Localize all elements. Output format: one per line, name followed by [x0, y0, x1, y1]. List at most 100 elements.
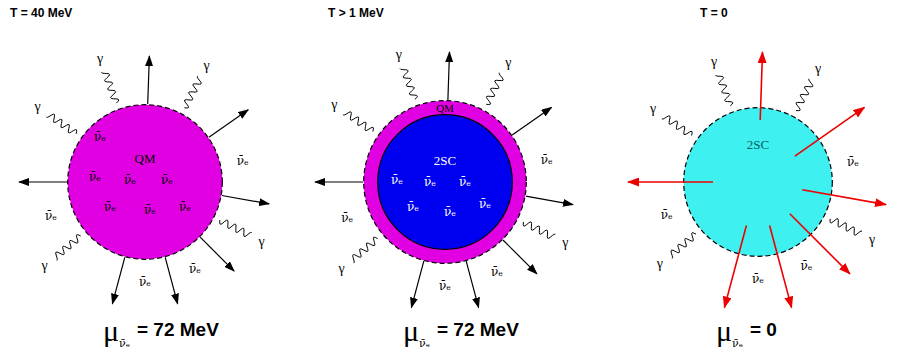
sphere-shape: [68, 105, 223, 260]
neutrino-label: ν̄ₑ: [104, 201, 116, 213]
phase-label: 2SC: [747, 138, 769, 151]
photon-wave: [56, 235, 81, 261]
neutrino-ray: [19, 181, 67, 182]
temperature-title: T = 40 MeV: [10, 7, 72, 19]
neutrino-label: ν̄ₑ: [541, 154, 553, 166]
sphere-shape: [364, 101, 527, 264]
phase-sphere: 2SCν̄ₑν̄ₑν̄ₑν̄ₑν̄ₑν̄ₑ: [377, 114, 513, 250]
photon-label: γ: [259, 235, 265, 249]
phase-label: 2SC: [434, 154, 456, 167]
photon-wave: [101, 72, 118, 103]
phase-sphere: QM2SCν̄ₑν̄ₑν̄ₑν̄ₑν̄ₑν̄ₑ: [363, 100, 527, 264]
photon-wave: [184, 76, 201, 108]
photon-label: γ: [203, 59, 209, 73]
neutrino-label: ν̄ₑ: [491, 266, 503, 278]
neutrino-label: ν̄ₑ: [124, 174, 136, 186]
photon-label: γ: [562, 236, 568, 250]
neutrino-label: ν̄ₑ: [847, 156, 859, 168]
photon-label: γ: [97, 52, 103, 66]
neutrino-ray: [795, 107, 865, 156]
neutrino-ray: [790, 214, 850, 274]
neutrino-label: ν̄ₑ: [189, 263, 201, 275]
phase-sphere: QM ν̄ₑ ν̄ₑ ν̄ₑ ν̄ₑ ν̄ₑ ν̄ₑ ν̄ₑ: [67, 104, 223, 260]
photon-wave: [796, 79, 813, 111]
neutrino-label: ν̄ₑ: [424, 176, 436, 188]
neutrino-ray: [466, 261, 478, 307]
photon-label: γ: [815, 62, 821, 76]
photon-wave: [46, 114, 76, 134]
neutrino-label: ν̄ₑ: [237, 155, 249, 167]
photon-label: γ: [339, 262, 345, 276]
photon-wave: [220, 220, 252, 236]
photon-wave: [671, 233, 696, 259]
neutrino-label: ν̄ₑ: [439, 280, 451, 292]
photon-label: γ: [331, 98, 337, 112]
photon-label: γ: [42, 259, 48, 273]
photon-label: γ: [505, 56, 511, 70]
chemical-potential-value: = 72 MeV: [437, 320, 519, 339]
neutrino-ray: [209, 110, 248, 138]
neutrino-ray: [503, 240, 537, 274]
neutrino-ray: [448, 52, 450, 100]
chemical-potential-subscript: ν̄ₑ: [419, 338, 430, 349]
neutrino-ray: [222, 196, 269, 204]
photon-label: γ: [869, 233, 875, 247]
photon-wave: [715, 75, 733, 106]
neutrino-label: ν̄ₑ: [407, 201, 419, 213]
neutrino-ray: [148, 56, 150, 104]
neutrino-label: ν̄ₑ: [179, 201, 191, 213]
neutrino-label: ν̄ₑ: [801, 260, 813, 272]
neutrino-ray: [165, 257, 177, 303]
chemical-potential-symbol: μ: [403, 316, 419, 346]
neutrino-label: ν̄ₑ: [752, 273, 764, 285]
neutrino-label: ν̄ₑ: [45, 210, 57, 222]
neutrino-ray: [770, 226, 792, 308]
phase-label: QM: [135, 152, 156, 165]
neutrino-label: ν̄ₑ: [144, 204, 156, 216]
neutrino-label: ν̄ₑ: [161, 174, 173, 186]
photon-wave: [523, 222, 555, 238]
photon-label: γ: [35, 100, 41, 114]
chemical-potential-symbol: μ: [103, 316, 119, 346]
temperature-title: T > 1 MeV: [328, 7, 384, 19]
neutrino-label: ν̄ₑ: [479, 198, 491, 210]
chemical-potential-subscript: ν̄ₑ: [732, 338, 743, 349]
neutrino-label: ν̄ₑ: [341, 212, 353, 224]
neutrino-ray: [628, 181, 713, 183]
phase-label: QM: [436, 102, 454, 113]
neutrino-ray: [200, 237, 234, 271]
neutrino-ray: [315, 181, 363, 182]
photon-wave: [343, 112, 373, 132]
neutrino-label: ν̄ₑ: [444, 206, 456, 218]
photon-wave: [353, 237, 378, 263]
neutrino-label: ν̄ₑ: [94, 131, 106, 143]
chemical-potential-symbol: μ: [716, 316, 732, 346]
chemical-potential-value: = 0: [750, 320, 777, 339]
chemical-potential-subscript: ν̄ₑ: [119, 338, 130, 349]
photon-wave: [486, 73, 503, 105]
neutrino-label: ν̄ₑ: [459, 176, 471, 188]
photon-wave: [662, 116, 692, 136]
neutrino-ray: [526, 196, 573, 204]
temperature-title: T = 0: [700, 7, 728, 19]
photon-label: γ: [711, 55, 717, 69]
neutrino-ray: [724, 226, 746, 308]
neutrino-ray: [112, 257, 124, 303]
photon-label: γ: [657, 257, 663, 271]
sphere-shape: [378, 115, 513, 250]
neutrino-ray: [760, 52, 762, 120]
neutrino-label: ν̄ₑ: [139, 276, 151, 288]
neutrino-ray: [512, 107, 551, 135]
photon-label: γ: [650, 102, 656, 116]
photon-wave: [400, 69, 418, 100]
photon-wave: [830, 219, 862, 235]
neutrino-label: ν̄ₑ: [661, 209, 673, 221]
neutrino-label: ν̄ₑ: [89, 171, 101, 183]
chemical-potential-value: = 72 MeV: [137, 320, 219, 339]
neutrino-label: ν̄ₑ: [391, 174, 403, 186]
photon-label: γ: [396, 48, 402, 62]
neutrino-ray: [411, 261, 423, 307]
